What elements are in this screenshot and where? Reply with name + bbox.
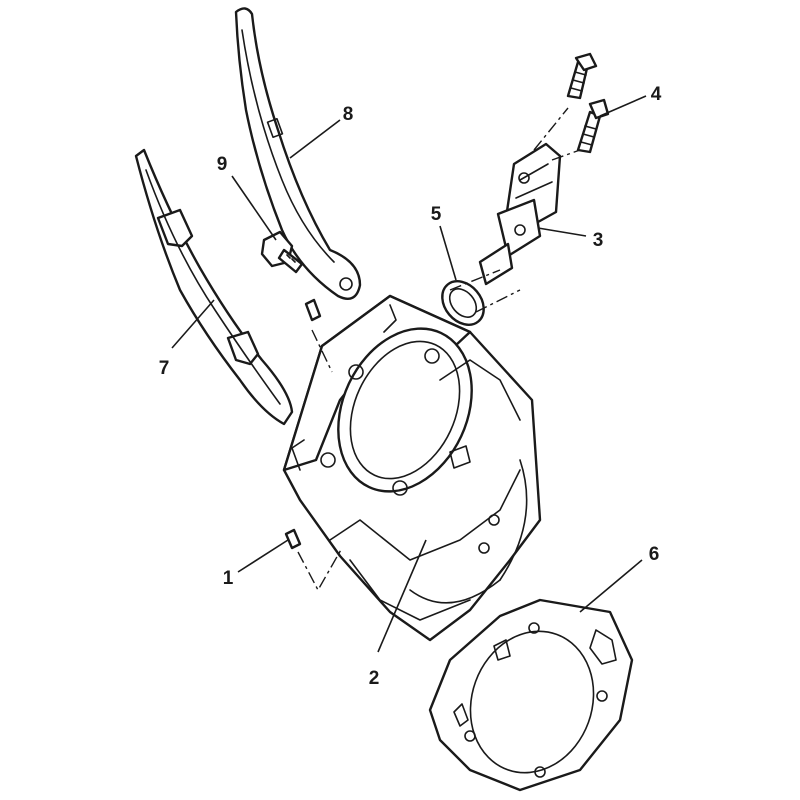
- part-1-dowel-pins: [284, 298, 322, 550]
- leader-9: [231, 175, 277, 241]
- callout-3: 3: [593, 230, 604, 251]
- callout-6: 6: [649, 544, 660, 565]
- leader-2: [377, 539, 427, 653]
- part-9-guide-bolt: [260, 230, 304, 274]
- part-3-tensioner: [478, 142, 562, 286]
- callout-2: 2: [369, 668, 380, 689]
- leader-3: [537, 227, 587, 237]
- callout-1: 1: [223, 568, 234, 589]
- leader-5: [439, 225, 457, 281]
- callout-9: 9: [217, 154, 228, 175]
- leader-4: [599, 95, 647, 117]
- callout-8: 8: [343, 104, 354, 125]
- callout-5: 5: [431, 204, 442, 225]
- part-6-base-gasket: [428, 598, 634, 792]
- leader-6: [579, 559, 643, 613]
- assembly-centerlines: [297, 107, 581, 592]
- part-4-bolts: [566, 52, 610, 154]
- leader-7: [171, 299, 215, 349]
- leader-lines: [171, 95, 647, 653]
- leader-8: [289, 119, 341, 159]
- callout-labels: 8 9 4 3 5 7 1 2 6: [159, 84, 662, 689]
- part-8-chain-guide: [234, 7, 362, 300]
- callout-7: 7: [159, 358, 170, 379]
- part-7-chain-guide: [134, 148, 294, 426]
- part-5-gasket: [441, 280, 485, 326]
- callout-4: 4: [651, 84, 662, 105]
- leader-1: [237, 539, 289, 573]
- part-2-cylinder-block: [282, 294, 542, 642]
